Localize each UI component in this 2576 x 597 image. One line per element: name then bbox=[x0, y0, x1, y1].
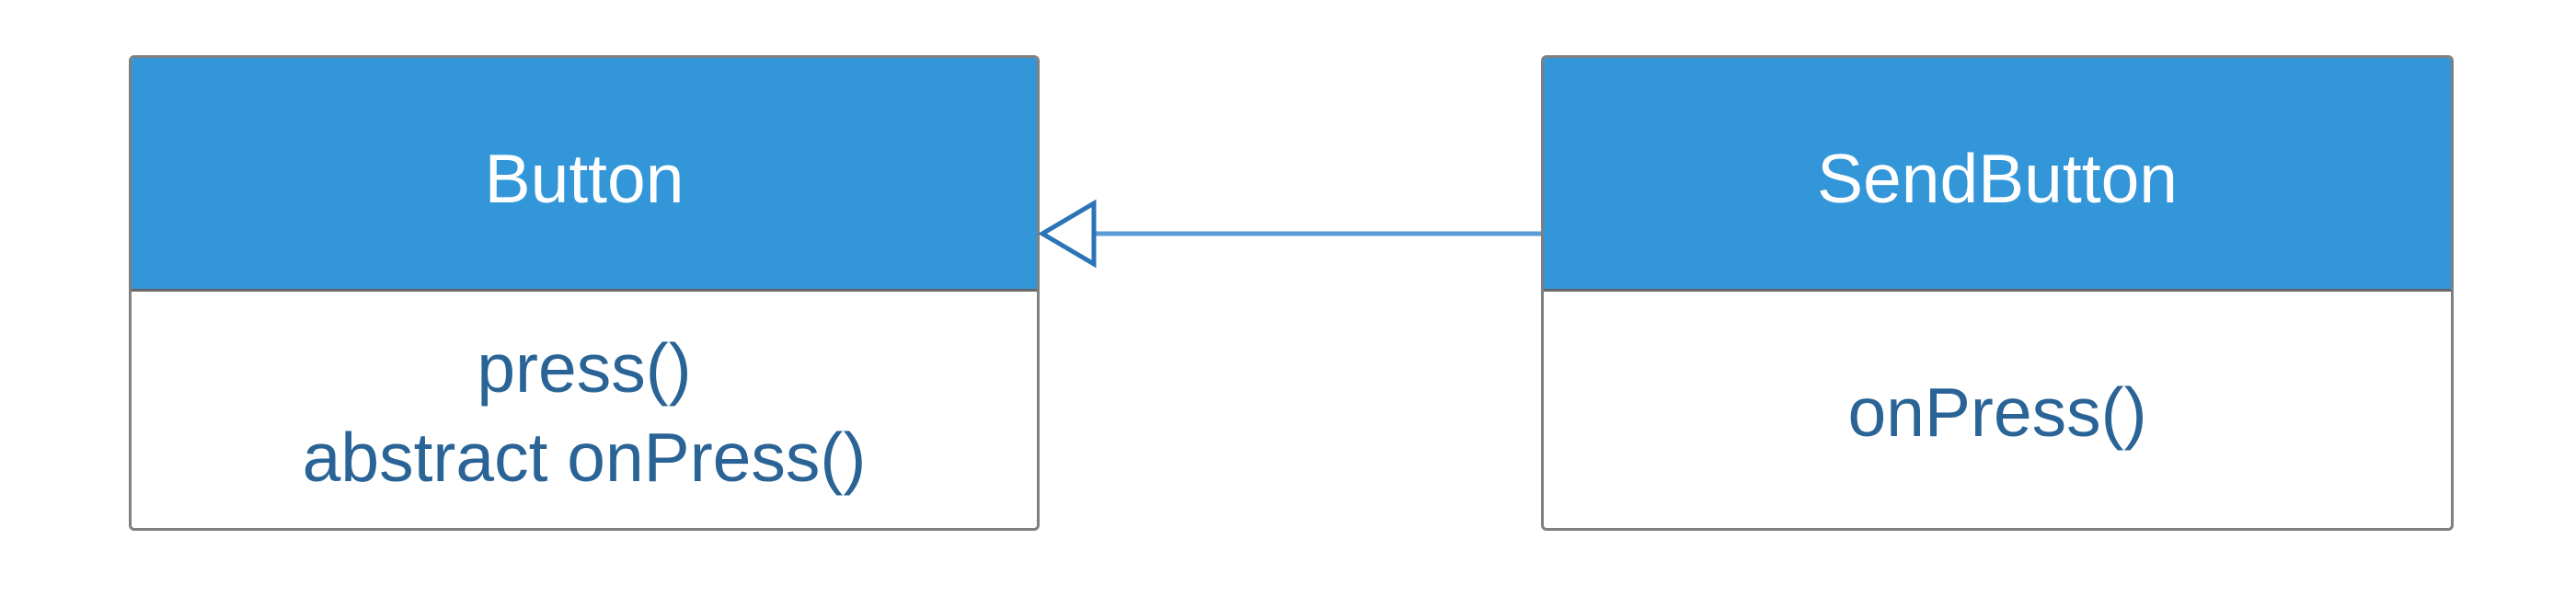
class-node-button: Button press() abstract onPress() bbox=[129, 55, 1040, 531]
class-member: press() bbox=[477, 328, 692, 407]
class-name-label: Button bbox=[484, 139, 684, 217]
class-members-button: press() abstract onPress() bbox=[132, 292, 1037, 528]
class-member: onPress() bbox=[1847, 373, 2147, 451]
class-node-sendbutton: SendButton onPress() bbox=[1541, 55, 2454, 531]
class-header-button: Button bbox=[132, 58, 1037, 292]
class-name-label: SendButton bbox=[1817, 139, 2178, 217]
class-members-sendbutton: onPress() bbox=[1544, 292, 2451, 528]
class-header-sendbutton: SendButton bbox=[1544, 58, 2451, 292]
class-member: abstract onPress() bbox=[302, 418, 867, 496]
hollow-triangle-icon bbox=[1038, 199, 1097, 269]
